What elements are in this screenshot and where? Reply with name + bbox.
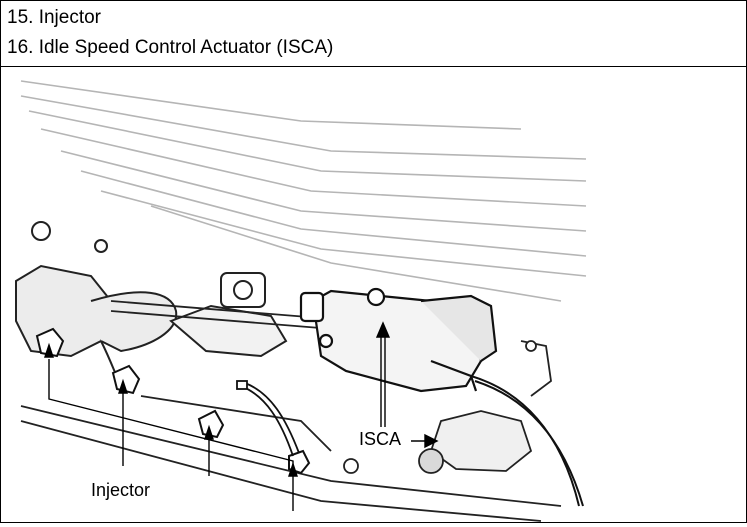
- isca-actuator: [299, 287, 498, 393]
- isca-label-bg: [357, 427, 411, 449]
- engine-drawing: ISCA Injector: [1, 67, 746, 522]
- legend-panel: 15. Injector 16. Idle Speed Control Actu…: [1, 1, 746, 67]
- intake-manifold: [15, 221, 288, 387]
- isca-pointer-lines: [375, 321, 439, 449]
- injector-callout-label: Injector: [91, 480, 150, 500]
- legend-item-injector: 15. Injector: [7, 7, 101, 28]
- injector-label-bg: [87, 479, 167, 501]
- engine-illustration: ISCA Injector: [1, 67, 746, 522]
- injectors: [35, 327, 311, 475]
- legend-item-isca: 16. Idle Speed Control Actuator (ISCA): [7, 37, 334, 58]
- hood-lines: [20, 80, 587, 302]
- isca-wire: [470, 375, 584, 507]
- throttle-body: [343, 340, 552, 474]
- isca-callout-label: ISCA: [359, 429, 401, 449]
- injector-pointer-lines: [44, 342, 298, 511]
- injector-harness: [236, 380, 300, 457]
